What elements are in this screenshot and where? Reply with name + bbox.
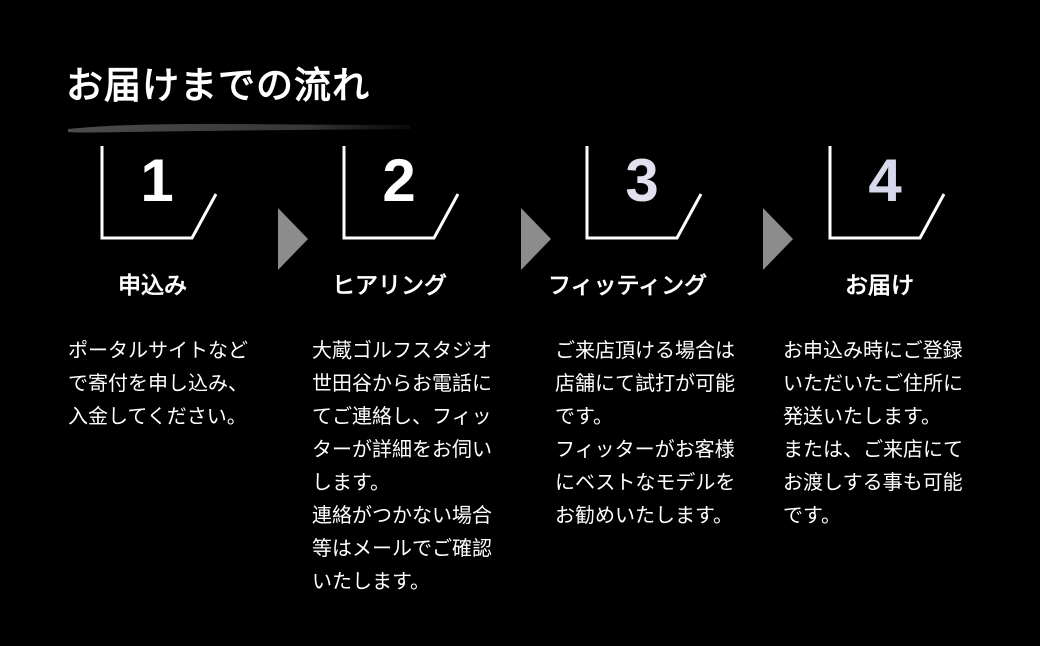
step-2-number: 2 (382, 147, 416, 214)
step-3-title: フィッティング (548, 273, 708, 299)
step-3-description: ご来店頂ける場合は 店舗にて試打が可能 です。 フィッターがお客様 にベストなモ… (555, 338, 736, 527)
arrow-icon (763, 208, 793, 270)
step-4-description: お申込み時にご登録 いただいたご住所に 発送いたします。 または、ご来店にて お… (783, 338, 963, 527)
step-2-title: ヒアリング (332, 273, 447, 299)
step-2-badge (342, 146, 460, 240)
step-1-description: ポータルサイトなど で寄付を申し込み、 入金してください。 (68, 338, 248, 428)
step-4-number: 4 (868, 147, 902, 214)
arrow-icon (521, 208, 551, 270)
step-1-title: 申込み (118, 273, 187, 299)
arrow-icon (278, 208, 308, 270)
step-3-number: 3 (625, 147, 659, 214)
title-underline (68, 123, 411, 133)
page-title: お届けまでの流れ (66, 64, 370, 107)
step-1-number: 1 (140, 147, 174, 214)
step-2-description: 大蔵ゴルフスタジオ 世田谷からお電話に てご連絡し、フィッ ターが詳細をお伺い … (312, 338, 492, 593)
step-4-title: お届け (845, 273, 914, 299)
step-3-badge (585, 146, 703, 240)
step-1-badge (100, 146, 218, 240)
step-4-badge (828, 146, 946, 240)
